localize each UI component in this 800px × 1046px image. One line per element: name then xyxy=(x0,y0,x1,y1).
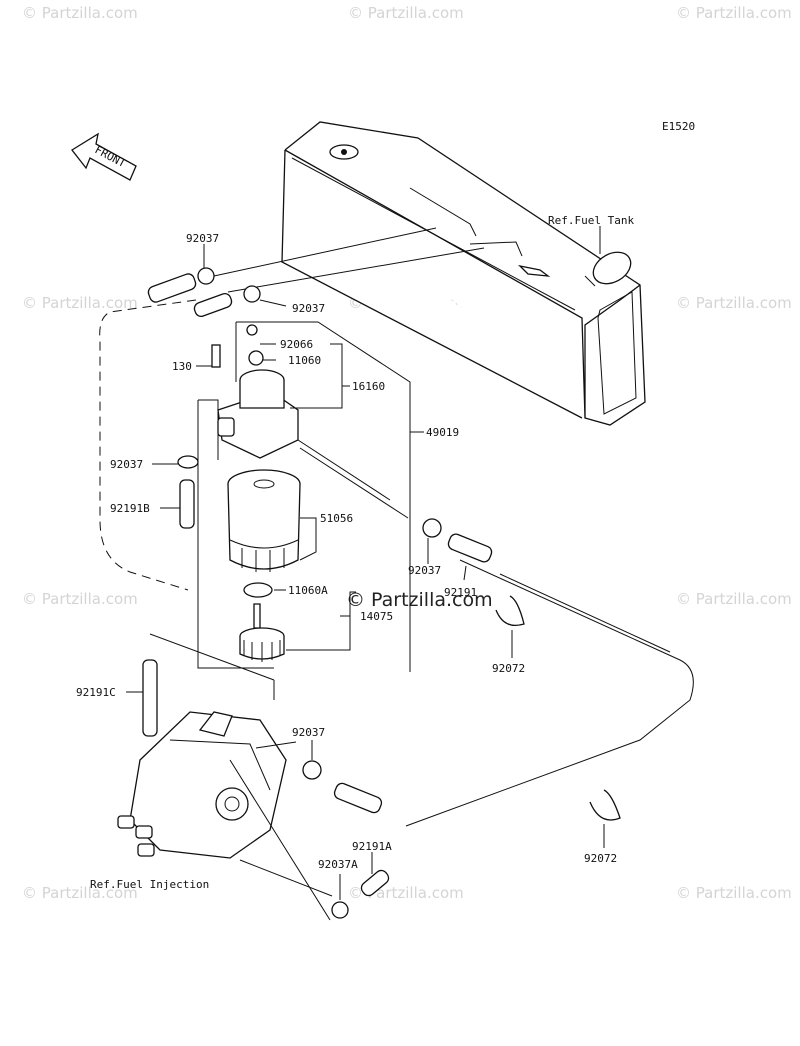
part-label: 14075 xyxy=(360,610,393,623)
part-label: 92037 xyxy=(110,458,143,471)
clamp-92072 xyxy=(495,595,525,627)
part-label: 92191A xyxy=(352,840,392,853)
part-number-labels: 92037 92037 92066 11060 130 16160 49019 … xyxy=(76,232,617,871)
part-label: 92037 xyxy=(186,232,219,245)
ref-fuel-tank-label: Ref.Fuel Tank xyxy=(548,214,634,227)
front-arrow-icon: FRONT xyxy=(71,132,137,181)
watermark: © Partzilla.com xyxy=(348,4,464,22)
watermark: © Partzilla.com xyxy=(676,590,792,608)
center-watermark: © Partzilla.com xyxy=(346,589,493,611)
filter-cartridge xyxy=(227,469,301,572)
fuel-filter-assembly xyxy=(197,321,411,672)
watermark: © Partzilla.com xyxy=(22,884,138,902)
o-ring xyxy=(243,582,273,598)
part-label: 51056 xyxy=(320,512,353,525)
part-label: 130 xyxy=(172,360,192,373)
hose-92191a xyxy=(360,869,390,897)
part-label: 92037 xyxy=(292,302,325,315)
part-label: 49019 xyxy=(426,426,459,439)
clamp-icon xyxy=(422,518,442,538)
part-label: 11060 xyxy=(288,354,321,367)
clamp-icon xyxy=(197,267,261,303)
part-label: 11060A xyxy=(288,584,328,597)
hose-lower xyxy=(333,782,383,814)
watermark: © Partzilla.com xyxy=(676,4,792,22)
watermark: © Partzilla.com xyxy=(676,884,792,902)
watermark-layer: © Partzilla.com © Partzilla.com © Partzi… xyxy=(22,4,792,902)
watermark: © Partzilla.com xyxy=(676,294,792,312)
hose-92191 xyxy=(447,533,493,563)
part-label: 92037A xyxy=(318,858,358,871)
clamp-icon xyxy=(302,760,322,780)
clamp-92072 xyxy=(589,789,621,821)
sediment-bowl xyxy=(239,603,285,662)
part-label: 92072 xyxy=(492,662,525,675)
part-label: 92037 xyxy=(408,564,441,577)
watermark: © Partzilla.com xyxy=(22,4,138,22)
hose-upper xyxy=(147,273,233,318)
fuel-tank xyxy=(281,121,646,426)
part-label: 92066 xyxy=(280,338,313,351)
part-label: 92072 xyxy=(584,852,617,865)
clamp-icon xyxy=(331,901,349,919)
part-label: 92037 xyxy=(292,726,325,739)
clamp-icon xyxy=(177,455,199,469)
ref-fuel-injection-label: Ref.Fuel Injection xyxy=(90,878,209,891)
hose-92191b xyxy=(179,479,195,529)
diagram-code: E1520 xyxy=(662,120,695,133)
part-label: 92191 xyxy=(444,586,477,599)
leader-lines xyxy=(126,244,605,900)
part-label: 92191C xyxy=(76,686,116,699)
hose-92191c xyxy=(142,659,158,737)
part-label: 92191B xyxy=(110,502,150,515)
fuel-injection-pump xyxy=(117,711,333,921)
part-label: 16160 xyxy=(352,380,385,393)
watermark: © Partzilla.com xyxy=(22,590,138,608)
watermark: © Partzilla.com xyxy=(22,294,138,312)
